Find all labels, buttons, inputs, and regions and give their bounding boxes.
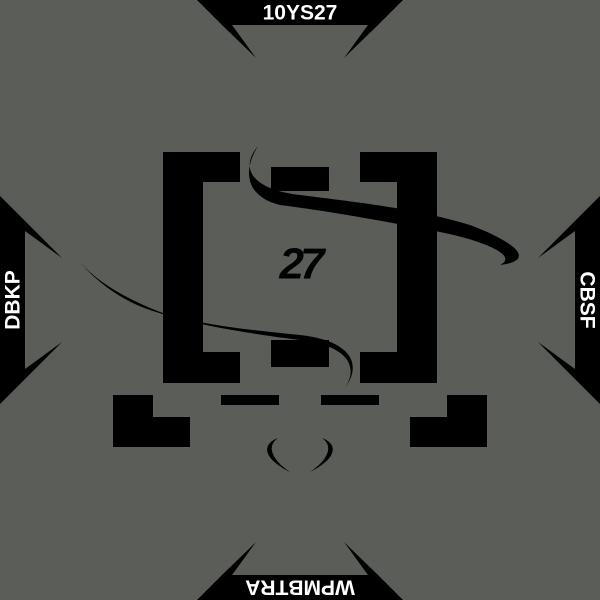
upper-swoosh [249, 146, 519, 265]
right-heart-curve [310, 438, 333, 472]
bottom-panel: WPMBTRA [197, 542, 403, 600]
left-bracket [163, 152, 240, 383]
right-corner-block [410, 395, 487, 447]
right-label: CBSF [576, 271, 599, 328]
top-middle-block [271, 167, 329, 191]
right-bracket [360, 152, 437, 383]
bottom-middle-block [271, 340, 329, 367]
left-panel: DBKP [0, 196, 62, 404]
left-heart-curve [267, 438, 290, 472]
right-dash [321, 395, 379, 405]
left-label: DBKP [2, 270, 25, 330]
top-label: 10YS27 [263, 2, 338, 25]
lower-swoosh [80, 262, 353, 388]
right-panel: CBSF [538, 196, 600, 404]
left-dash [221, 395, 279, 405]
bottom-label: WPMBTRA [245, 576, 355, 599]
top-panel: 10YS27 [197, 0, 403, 58]
center-number: 27 [279, 240, 327, 289]
left-corner-block [113, 395, 190, 447]
